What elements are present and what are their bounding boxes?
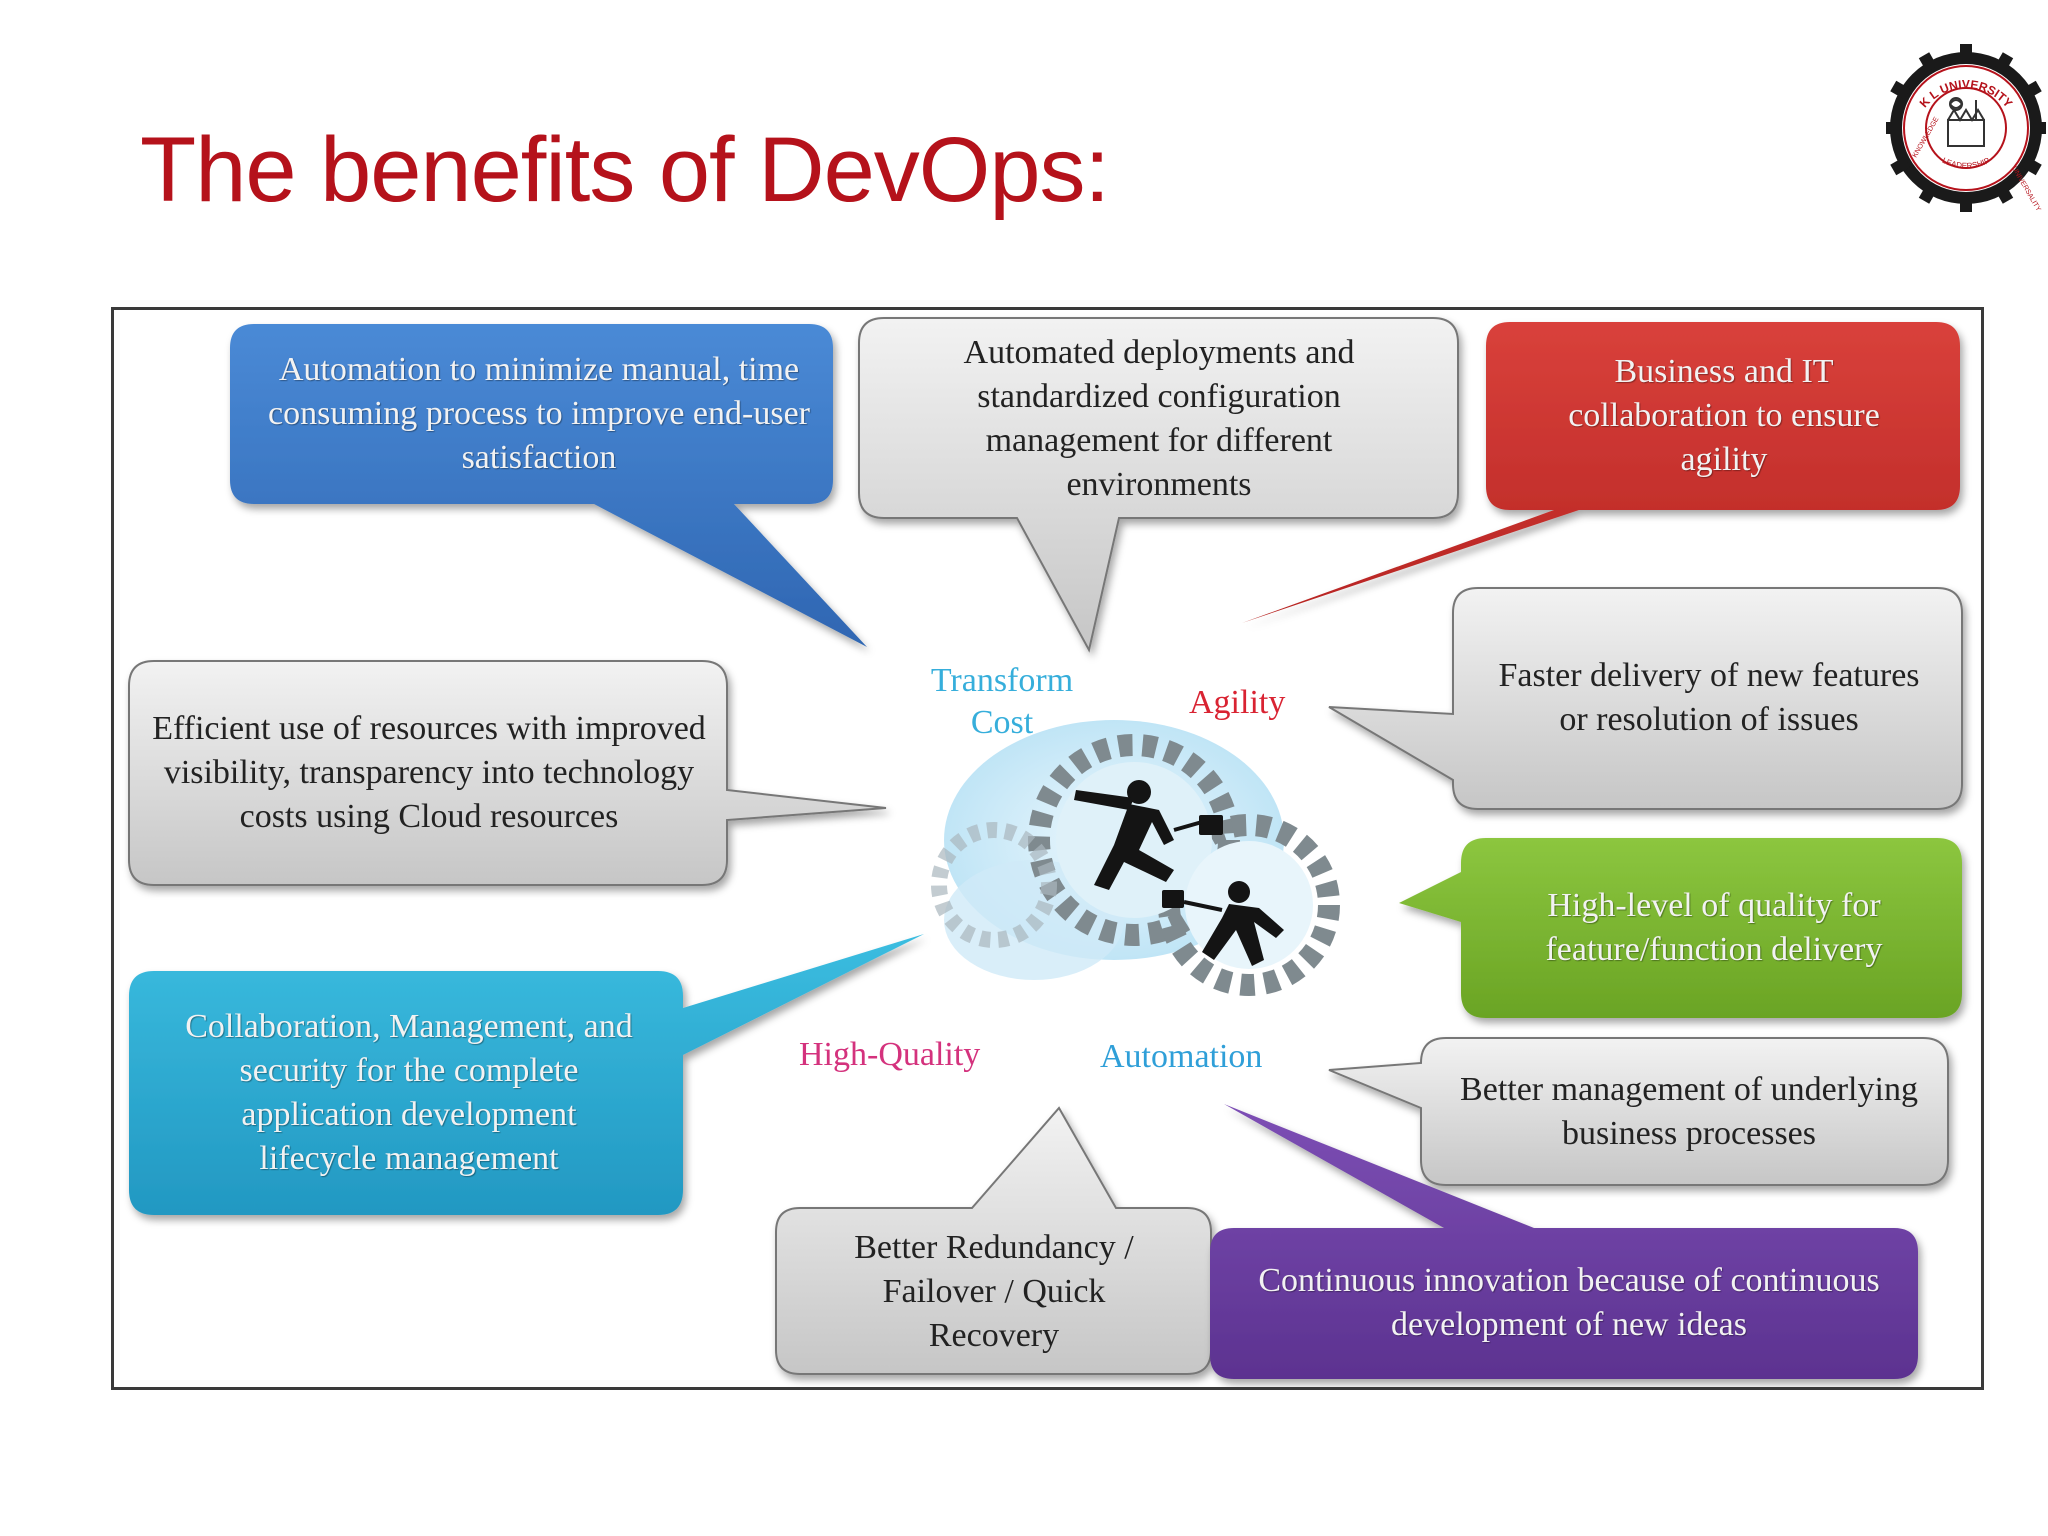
diagram-shapes: [128, 317, 1963, 1379]
bubble-shape-bottom-center: [775, 1106, 1212, 1375]
bubble-shape-right-green: [1399, 838, 1962, 1018]
bubble-bottom-right-text: Continuous innovation because of continu…: [1258, 1262, 1880, 1343]
bubble-right-green-text: High-level of quality for feature/functi…: [1545, 887, 1883, 968]
bubble-middle-right-text: Faster delivery of new features or resol…: [1498, 657, 1920, 738]
university-seal-logo: K L UNIVERSITY LEADERSHIP KNOWLEDGE UNIV…: [1886, 44, 2046, 213]
hub-label-agility: Agility: [1189, 684, 1286, 721]
bubble-shape-middle-right: [1328, 587, 1963, 810]
seal-gear-icon: [1886, 44, 2046, 212]
bubble-bottom-center-text: Better Redundancy / Failover / Quick Rec…: [854, 1229, 1134, 1354]
devops-benefits-diagram: Automation to minimize manual, time cons…: [111, 307, 1984, 1390]
hub-label-transform-cost: Transform Cost: [930, 662, 1074, 741]
bubble-right-lower-text: Better management of underlying business…: [1460, 1071, 1918, 1152]
bubble-shape-top-right: [1242, 322, 1960, 623]
bubble-shape-top-center: [858, 317, 1459, 653]
bubble-shape-top-left: [230, 324, 867, 647]
gears-with-runners-icon: [931, 720, 1340, 996]
bubble-shape-bottom-left: [129, 934, 924, 1215]
bubble-shape-right-lower: [1328, 1037, 1949, 1186]
slide-title: The benefits of DevOps:: [140, 119, 1110, 221]
bubble-top-center-text: Automated deployments and standardized c…: [963, 334, 1355, 503]
hub-label-automation: Automation: [1100, 1038, 1263, 1075]
bubble-shape-bottom-right: [1210, 1104, 1918, 1379]
bubble-shape-middle-left: [128, 660, 887, 886]
bubble-middle-left-text: Efficient use of resources with improved…: [152, 710, 706, 835]
running-businessman-icon-2: [1162, 881, 1284, 966]
bubble-top-left-text: Automation to minimize manual, time cons…: [268, 351, 810, 476]
running-businessman-icon: [1074, 780, 1223, 890]
bubble-top-right-text: Business and IT collaboration to ensure …: [1568, 353, 1880, 478]
hub-label-high-quality: High-Quality: [799, 1036, 981, 1073]
bubble-bottom-left-text: Collaboration, Management, and security …: [185, 1008, 633, 1177]
